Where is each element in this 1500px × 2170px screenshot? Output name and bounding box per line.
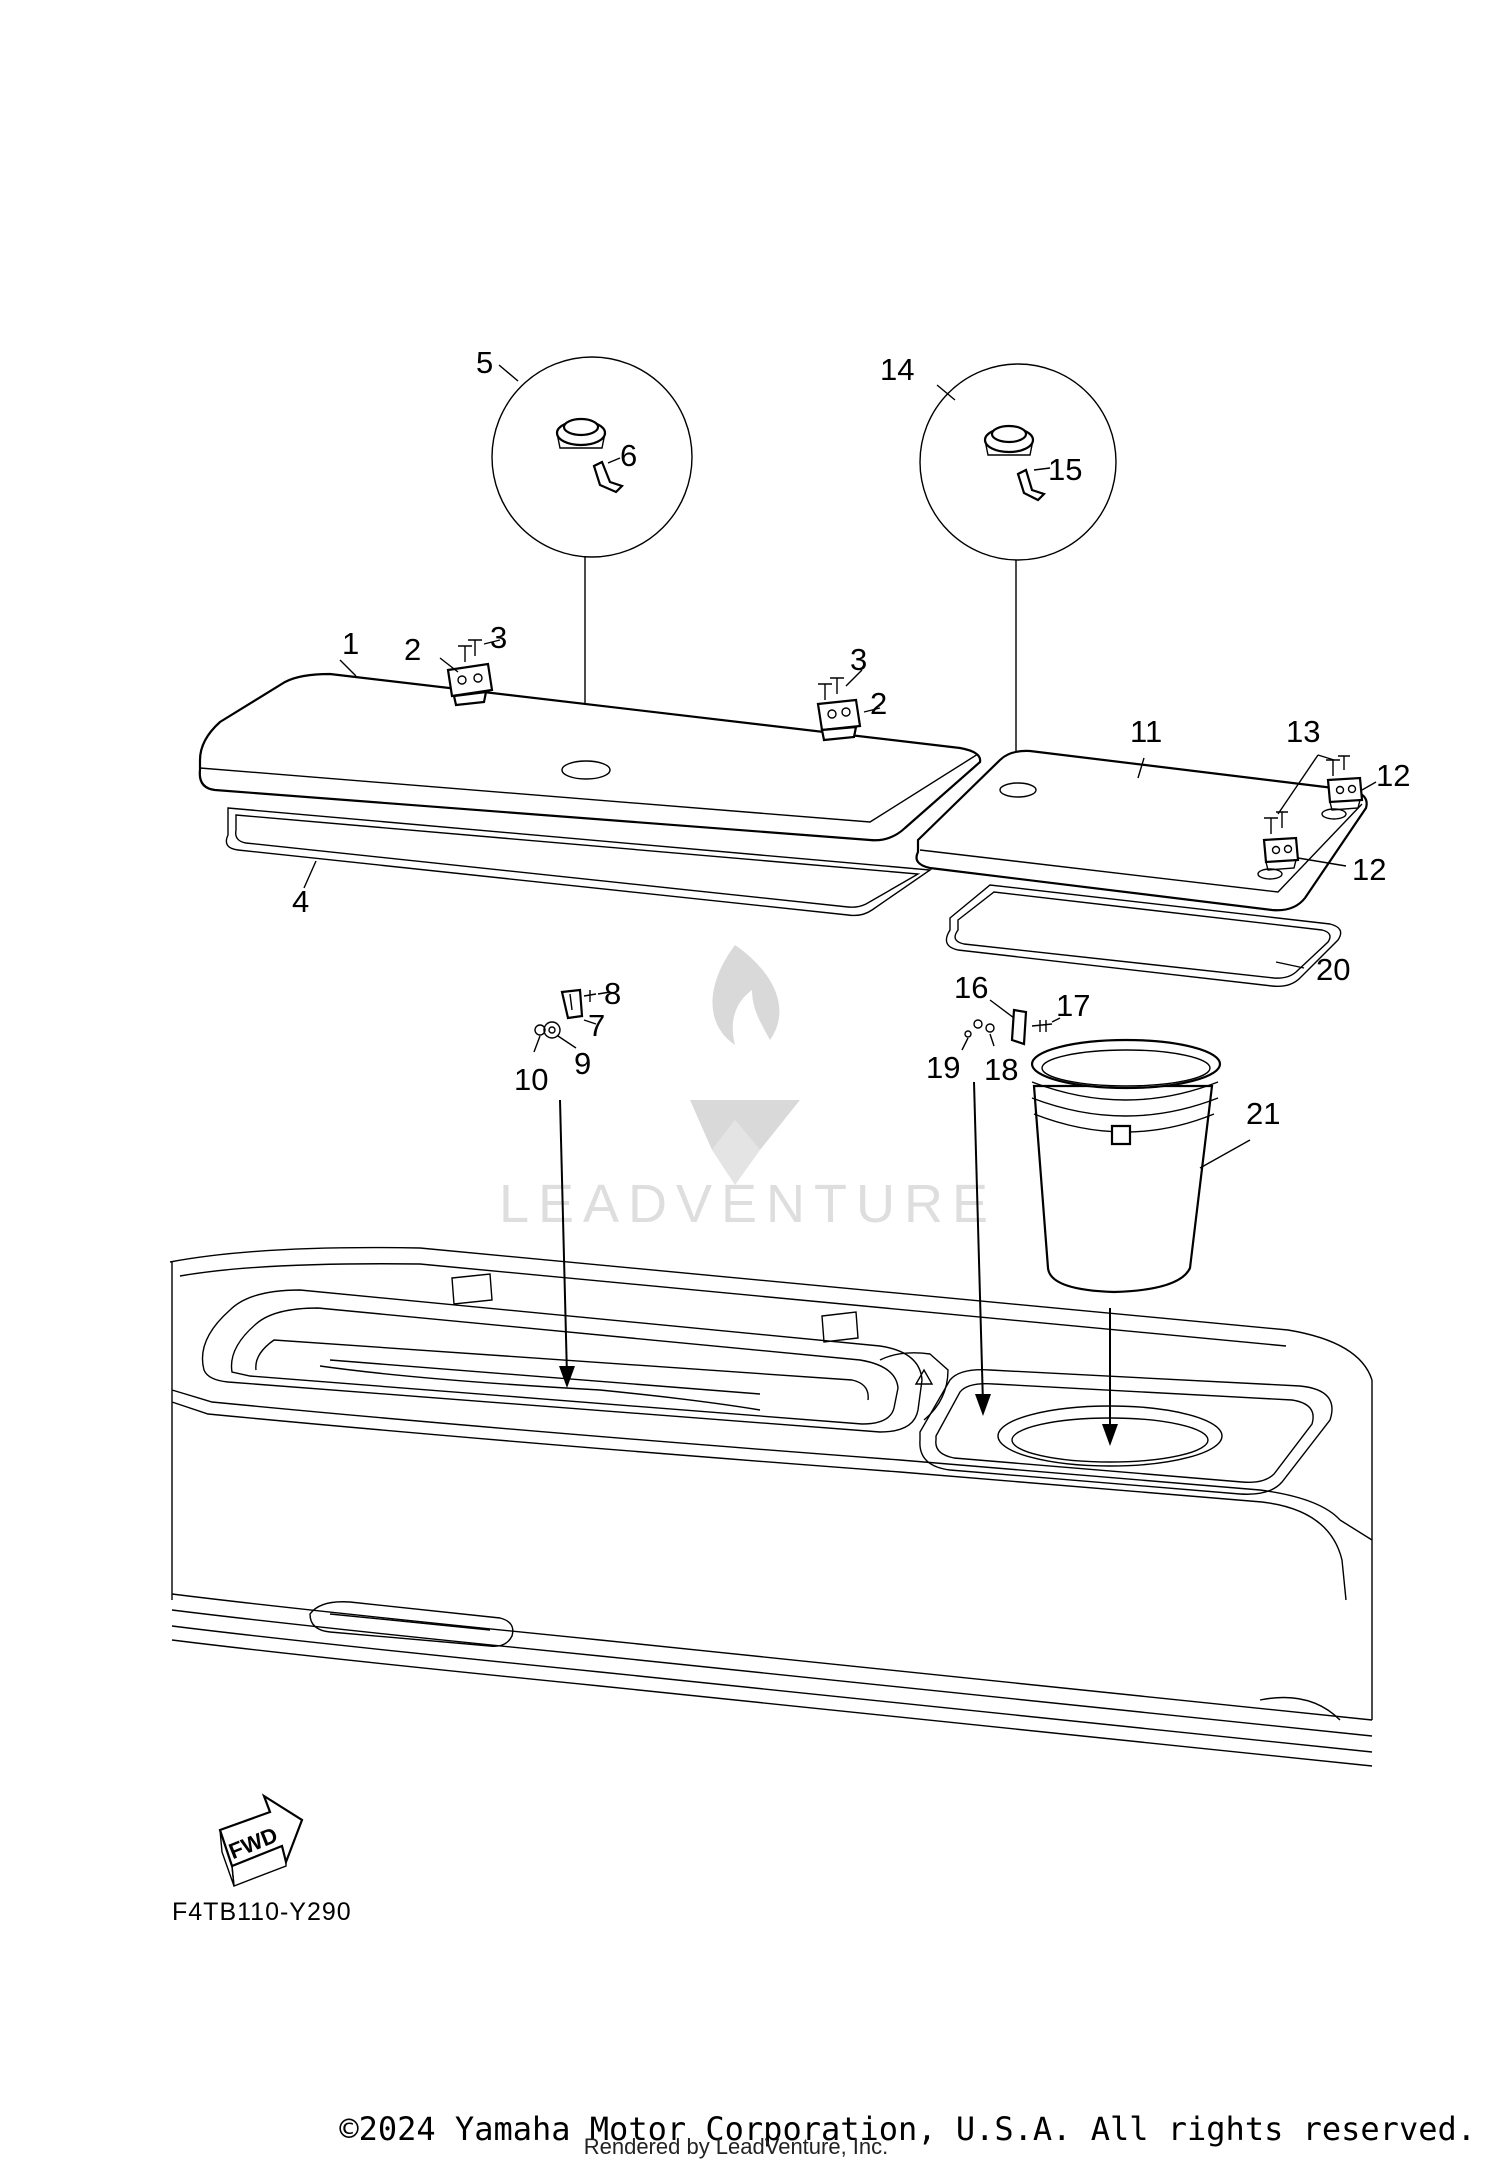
hinge-right-a (1321, 776, 1364, 820)
callout-17: 17 (1056, 988, 1090, 1023)
callout-8: 8 (604, 976, 621, 1011)
callout-9: 9 (574, 1046, 591, 1081)
callout-16: 16 (954, 970, 988, 1005)
hinge-screws-left-b (818, 677, 844, 700)
storage-bucket (1030, 1038, 1222, 1294)
callout-12a: 12 (1376, 758, 1410, 793)
leader-20 (1275, 961, 1305, 969)
leader-1 (339, 659, 357, 677)
hinge-screws-left-a (458, 639, 482, 662)
latch-bracket-right (964, 1008, 1053, 1046)
hinge-left-a (446, 662, 494, 707)
latch-knob-icon (983, 424, 1047, 502)
callout-6: 6 (620, 438, 637, 473)
callout-3a: 3 (490, 620, 507, 655)
leadventure-watermark: LEADVENTURE (499, 945, 997, 1234)
leader-3a (483, 639, 501, 645)
leader-12b (1297, 857, 1347, 867)
detail-circle-right (919, 363, 1117, 790)
hinge-screws-right-b (1264, 811, 1288, 834)
hinge-right-b (1257, 836, 1300, 880)
callout-14: 14 (880, 352, 914, 387)
lid-seal-right (945, 884, 1342, 988)
leader-4 (303, 860, 317, 889)
latch-knob-icon (555, 417, 625, 494)
leader-2a (439, 657, 459, 673)
callout-2a: 2 (404, 632, 421, 667)
watermark-text: LEADVENTURE (499, 1174, 997, 1234)
leader-16 (989, 999, 1015, 1019)
install-arrow-left (559, 1099, 575, 1388)
leader-19 (961, 1037, 969, 1051)
callout-1: 1 (342, 626, 359, 661)
callout-2b: 2 (870, 686, 887, 721)
callout-13: 13 (1286, 714, 1320, 749)
leader-18 (989, 1033, 995, 1047)
leader-3b (845, 669, 863, 687)
lid-seal-left (225, 807, 932, 917)
leader-8 (597, 991, 611, 995)
diagram-code: F4TB110-Y290 (172, 1898, 352, 1926)
callout-15: 15 (1048, 452, 1082, 487)
console-hull (169, 1246, 1373, 1767)
callout-4: 4 (292, 884, 309, 919)
copyright-notice: ©2024 Yamaha Motor Corporation, U.S.A. A… (339, 2110, 1476, 2148)
leader-11 (1137, 757, 1145, 779)
leader-9 (557, 1035, 577, 1049)
leader-13a (1317, 754, 1335, 761)
callout-12b: 12 (1352, 852, 1386, 887)
callout-21: 21 (1246, 1096, 1280, 1131)
callout-11: 11 (1130, 714, 1162, 749)
leader-2b (863, 707, 881, 713)
callout-20: 20 (1316, 952, 1350, 987)
leader-10 (533, 1035, 541, 1053)
leader-13b (1277, 754, 1319, 815)
storage-lid-left (198, 672, 982, 842)
leader-7 (583, 1019, 597, 1025)
callout-10: 10 (514, 1062, 548, 1097)
leader-17 (1051, 1017, 1061, 1023)
storage-lid-right (915, 749, 1368, 912)
callout-3b: 3 (850, 642, 867, 677)
callout-7: 7 (588, 1008, 605, 1043)
leader-12a (1361, 781, 1377, 791)
detail-circle-left (491, 356, 693, 772)
leader-21 (1199, 1139, 1251, 1169)
callout-5: 5 (476, 345, 493, 380)
callout-labels: 5 6 14 15 1 2 3 3 2 4 11 13 12 12 20 8 7… (292, 345, 1410, 1131)
install-arrow-middle (973, 1081, 991, 1416)
latch-bracket-left (534, 988, 597, 1039)
hinge-left-b (816, 698, 862, 742)
callout-19: 19 (926, 1050, 960, 1085)
callout-18: 18 (984, 1052, 1018, 1087)
forward-direction-icon: FWD (218, 1793, 304, 1887)
rendered-by-notice: Rendered by LeadVenture, Inc. (584, 2134, 889, 2159)
